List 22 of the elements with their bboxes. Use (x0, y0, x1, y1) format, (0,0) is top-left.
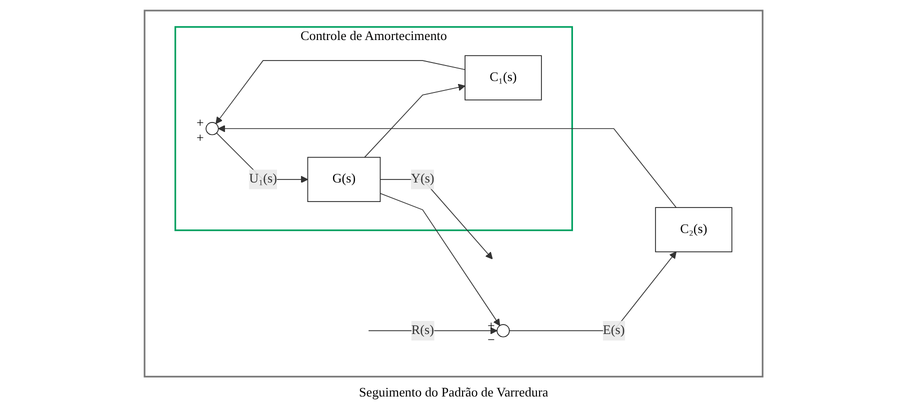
node-box: C₂(s) (656, 207, 733, 252)
sign-label: + (196, 130, 204, 144)
edge-label: E(s) (603, 323, 626, 338)
node-circle (497, 324, 510, 338)
arrow (216, 60, 466, 124)
edge-label: Y(s) (411, 172, 435, 186)
cluster (144, 10, 764, 378)
arrow (368, 327, 498, 334)
node-box: C₁(s) (465, 55, 542, 100)
node-box: G(s) (308, 156, 382, 202)
arrow (218, 125, 677, 208)
node-label: Seguimento do Padrão de Varredura (359, 386, 549, 400)
arrow (509, 251, 677, 332)
node-circle (206, 122, 220, 136)
arrow (380, 179, 494, 260)
arrow (364, 84, 466, 158)
arrow (380, 193, 501, 326)
sign-label: + (487, 318, 495, 332)
edge-label: U₁(s) (250, 172, 278, 186)
edge-label: R(s) (412, 323, 434, 338)
sign-label: − (487, 332, 495, 346)
sign-label: + (196, 116, 204, 130)
